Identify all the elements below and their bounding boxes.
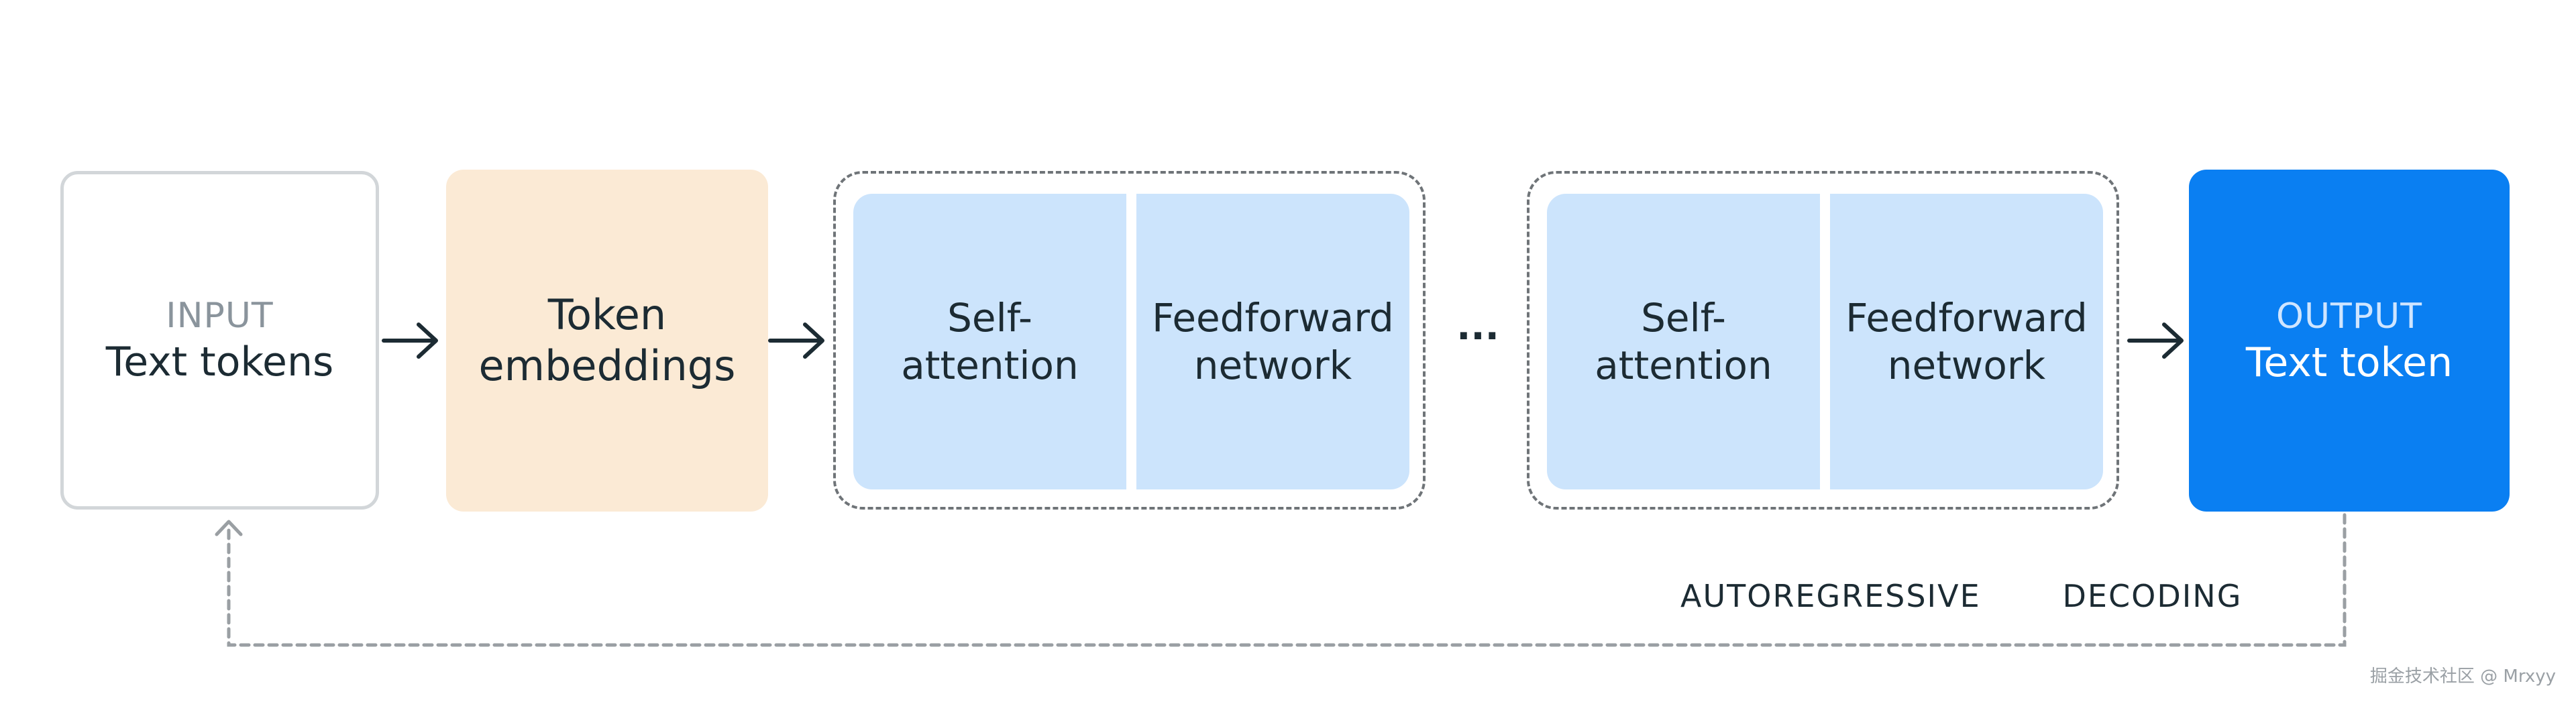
watermark: 掘金技术社区 @ Mrxyy (2369, 666, 2556, 687)
embeddings-line1: Token (547, 290, 667, 340)
ellipsis: ... (1456, 305, 1499, 349)
arrow-embeddings-to-block1 (768, 322, 824, 359)
transformer-block-1: Self- attention Feedforward network (833, 171, 1426, 510)
arrow-block2-to-output (2127, 322, 2184, 359)
self-attention-box: Self- attention (1547, 194, 1820, 489)
embeddings-line2: embeddings (478, 341, 736, 390)
loop-arrowhead (215, 520, 243, 536)
transformer-block-2: Self- attention Feedforward network (1527, 171, 2119, 510)
input-text-tokens-box: INPUT Text tokens (60, 171, 379, 510)
token-embeddings-box: Token embeddings (446, 170, 768, 512)
arrow-input-to-embeddings (382, 322, 438, 359)
input-text-tokens-label: Text tokens (105, 339, 334, 386)
input-label: INPUT (166, 296, 274, 336)
output-text-token-box: OUTPUT Text token (2189, 170, 2510, 512)
self-attention-line2: attention (901, 342, 1079, 388)
self-attention-line1: Self- (947, 294, 1032, 341)
feedforward-line1: Feedforward (1152, 294, 1394, 341)
feedforward-network-box: Feedforward network (1830, 194, 2103, 489)
self-attention-line1: Self- (1641, 294, 1726, 341)
feedforward-line2: network (1887, 342, 2046, 388)
self-attention-line2: attention (1595, 342, 1772, 388)
self-attention-box: Self- attention (853, 194, 1126, 489)
autoregressive-decoding-label: AUTOREGRESSIVE DECODING (1680, 578, 2243, 614)
feedforward-line1: Feedforward (1845, 294, 2088, 341)
feedforward-line2: network (1193, 342, 1352, 388)
output-text-token-label: Text token (2245, 339, 2453, 386)
output-label: OUTPUT (2276, 296, 2422, 337)
feedforward-network-box: Feedforward network (1136, 194, 1409, 489)
